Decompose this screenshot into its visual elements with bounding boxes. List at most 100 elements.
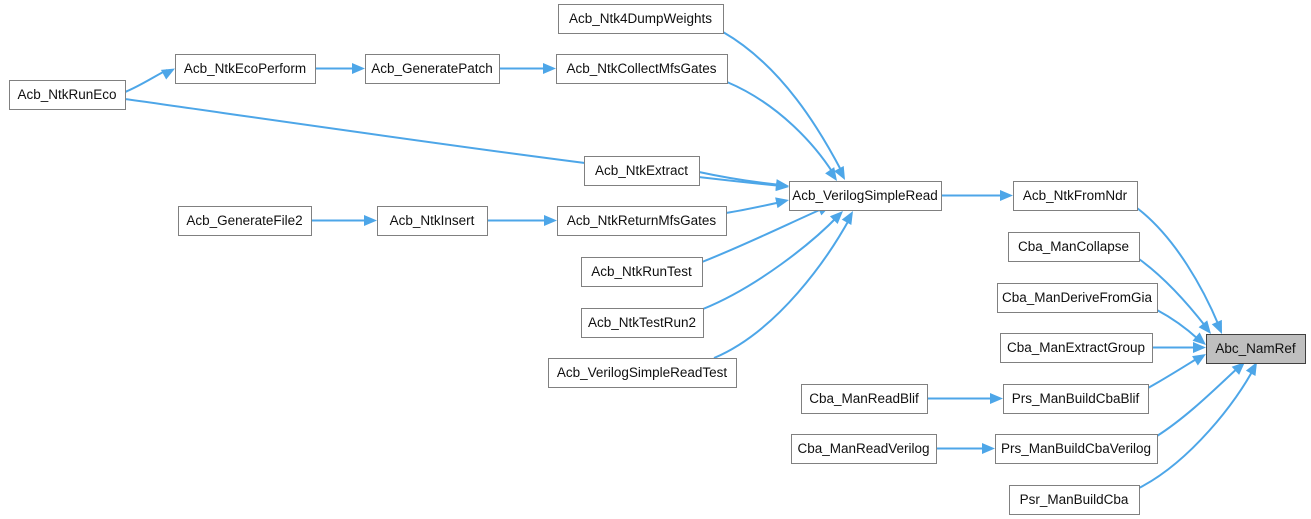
arrow-head-icon — [982, 443, 995, 454]
node-label: Acb_NtkCollectMfsGates — [566, 61, 716, 76]
arrow-head-icon — [1245, 362, 1257, 377]
edge-acb_generatepatch-to-acb_ntkcollectmfsgates — [499, 63, 556, 74]
graph-node-acb_ntkruneco[interactable]: Acb_NtkRunEco — [9, 80, 126, 110]
edge-psr_manbuildcba-to-abc_namref — [1138, 362, 1257, 489]
edge-line — [702, 215, 839, 310]
node-box — [548, 358, 737, 388]
arrow-head-icon — [990, 393, 1003, 404]
edge-cba_mancollapse-to-abc_namref — [1138, 258, 1211, 334]
arrow-head-icon — [352, 63, 365, 74]
arrow-head-icon — [825, 167, 837, 181]
arrow-head-icon — [364, 215, 377, 226]
node-box — [178, 206, 312, 236]
edge-cba_manreadverilog-to-prs_manbuildcbaverilog — [936, 443, 995, 454]
node-box — [365, 54, 500, 84]
arrow-head-icon — [1231, 362, 1245, 375]
edge-acb_generatefile2-to-acb_ntkinsert — [311, 215, 377, 226]
edge-acb_ntkextract-to-acb_verilogsimpleread — [698, 171, 789, 191]
graph-node-acb_ntkinsert[interactable]: Acb_NtkInsert — [377, 206, 488, 236]
edge-acb_ntktestrun2-to-acb_verilogsimpleread — [702, 211, 843, 310]
node-label: Acb_NtkInsert — [390, 213, 475, 228]
arrow-head-icon — [544, 215, 557, 226]
node-label: Abc_NamRef — [1215, 341, 1296, 356]
graph-node-psr_manbuildcba[interactable]: Psr_ManBuildCba — [1009, 485, 1140, 515]
edge-line — [1138, 258, 1207, 328]
graph-node-acb_generatefile2[interactable]: Acb_GenerateFile2 — [178, 206, 312, 236]
edge-cba_manextractgroup-to-abc_namref — [1152, 342, 1206, 353]
node-box — [791, 434, 937, 464]
edge-prs_manbuildcbaverilog-to-abc_namref — [1156, 362, 1245, 437]
edge-cba_manderivefromgia-to-abc_namref — [1156, 309, 1206, 345]
edge-line — [725, 201, 782, 214]
graph-node-cba_manextractgroup[interactable]: Cba_ManExtractGroup — [1000, 333, 1153, 363]
graph-node-acb_ntkecoperform[interactable]: Acb_NtkEcoPerform — [175, 54, 316, 84]
node-box — [1009, 485, 1140, 515]
graph-node-cba_manreadblif[interactable]: Cba_ManReadBlif — [801, 384, 928, 414]
graph-node-acb_verilogsimplereadtest[interactable]: Acb_VerilogSimpleReadTest — [548, 358, 737, 388]
edge-line — [713, 217, 851, 359]
node-box — [584, 156, 700, 186]
node-label: Acb_GenerateFile2 — [186, 213, 302, 228]
arrow-head-icon — [1211, 319, 1222, 334]
node-label: Acb_NtkRunTest — [591, 264, 692, 279]
arrow-head-icon — [1192, 354, 1206, 366]
node-box — [997, 283, 1158, 313]
edge-line — [1156, 365, 1241, 437]
edge-line — [1138, 367, 1255, 489]
graph-node-cba_manreadverilog[interactable]: Cba_ManReadVerilog — [791, 434, 937, 464]
edge-acb_ntkfromndr-to-abc_namref — [1136, 207, 1222, 334]
node-label: Cba_ManReadVerilog — [797, 441, 929, 456]
edge-acb_verilogsimplereadtest-to-acb_verilogsimpleread — [713, 211, 853, 359]
node-box — [1013, 181, 1138, 211]
node-box — [9, 80, 126, 110]
node-box — [1003, 384, 1149, 414]
graph-node-cba_manderivefromgia[interactable]: Cba_ManDeriveFromGia — [997, 283, 1158, 313]
graph-node-abc_namref: Abc_NamRef — [1206, 334, 1306, 364]
graph-node-acb_verilogsimpleread[interactable]: Acb_VerilogSimpleRead — [789, 181, 942, 211]
node-label: Acb_NtkTestRun2 — [588, 315, 696, 330]
graph-node-acb_ntkcollectmfsgates[interactable]: Acb_NtkCollectMfsGates — [556, 54, 728, 84]
arrow-head-icon — [1198, 320, 1211, 334]
edge-acb_ntkecoperform-to-acb_generatepatch — [315, 63, 365, 74]
node-label: Acb_VerilogSimpleReadTest — [557, 365, 728, 380]
graph-node-acb_generatepatch[interactable]: Acb_GeneratePatch — [365, 54, 500, 84]
node-label: Cba_ManReadBlif — [809, 391, 919, 406]
node-label: Cba_ManExtractGroup — [1007, 340, 1145, 355]
node-label: Cba_ManDeriveFromGia — [1002, 290, 1153, 305]
graph-node-acb_ntkreturnmfsgates[interactable]: Acb_NtkReturnMfsGates — [557, 206, 727, 236]
edge-line — [701, 207, 825, 263]
edge-cba_manreadblif-to-prs_manbuildcbablif — [927, 393, 1003, 404]
edge-line — [722, 31, 843, 173]
node-label: Acb_NtkReturnMfsGates — [567, 213, 717, 228]
node-box — [581, 308, 704, 338]
edge-acb_verilogsimpleread-to-acb_ntkfromndr — [941, 190, 1013, 201]
graph-node-acb_ntkfromndr[interactable]: Acb_NtkFromNdr — [1013, 181, 1138, 211]
node-label: Acb_NtkFromNdr — [1023, 188, 1128, 203]
graph-node-prs_manbuildcbaverilog[interactable]: Prs_ManBuildCbaVerilog — [995, 434, 1158, 464]
node-label: Acb_VerilogSimpleRead — [792, 188, 938, 203]
edge-acb_ntkreturnmfsgates-to-acb_verilogsimpleread — [725, 197, 789, 214]
node-box — [175, 54, 316, 84]
graph-node-acb_ntkextract[interactable]: Acb_NtkExtract — [584, 156, 700, 186]
graph-node-acb_ntkruntest[interactable]: Acb_NtkRunTest — [581, 257, 703, 287]
graph-node-prs_manbuildcbablif[interactable]: Prs_ManBuildCbaBlif — [1003, 384, 1149, 414]
node-label: Prs_ManBuildCbaBlif — [1012, 391, 1140, 406]
node-label: Acb_NtkEcoPerform — [184, 61, 306, 76]
graph-node-acb_ntk4dumpweights[interactable]: Acb_Ntk4DumpWeights — [558, 4, 724, 34]
edge-acb_ntkruneco-to-acb_ntkecoperform — [124, 68, 175, 93]
node-box — [377, 206, 488, 236]
edge-line — [1136, 207, 1220, 327]
edge-line — [124, 98, 783, 187]
graph-node-acb_ntktestrun2[interactable]: Acb_NtkTestRun2 — [581, 308, 704, 338]
edge-line — [1147, 357, 1199, 389]
node-box — [801, 384, 928, 414]
graph-node-cba_mancollapse[interactable]: Cba_ManCollapse — [1008, 232, 1140, 262]
arrow-head-icon — [841, 211, 853, 226]
node-box — [556, 54, 728, 84]
arrow-head-icon — [834, 165, 845, 180]
node-label: Acb_Ntk4DumpWeights — [569, 11, 712, 26]
node-box — [558, 4, 724, 34]
